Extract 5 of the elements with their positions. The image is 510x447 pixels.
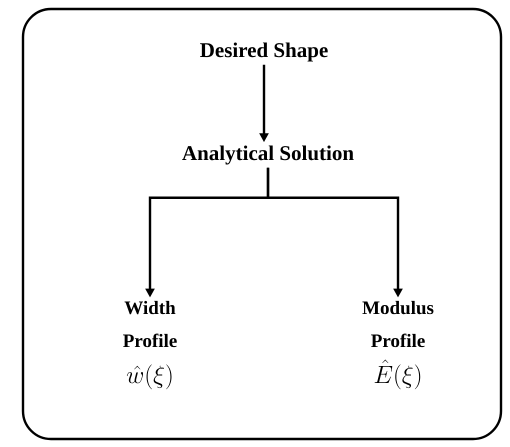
- profile-label: Width Profile $\hat{w}(\xi)$: [123, 300, 177, 390]
- profile-label: Modulus Profile $\hat{E}(\xi)$: [362, 300, 434, 390]
- frame-box: [22, 8, 502, 440]
- step-label: Analytical Solution: [182, 145, 354, 165]
- step-label: Desired Shape: [200, 42, 328, 62]
